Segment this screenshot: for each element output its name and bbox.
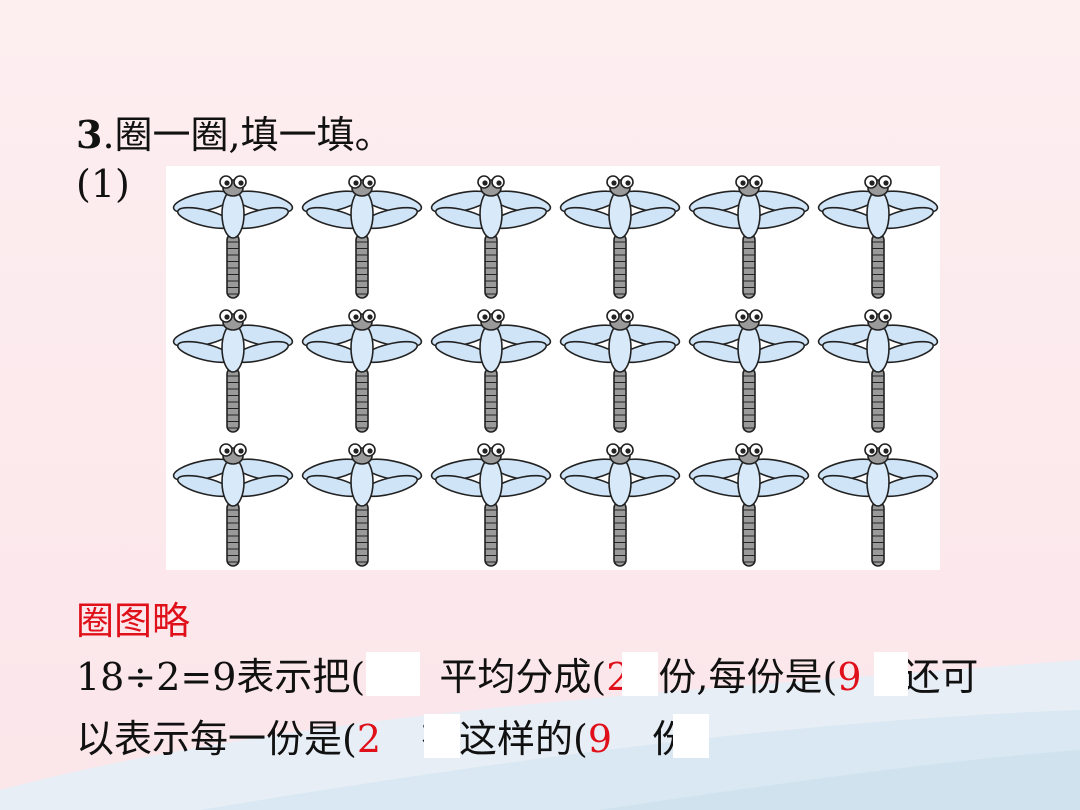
dragonfly-icon: [430, 443, 552, 567]
dragonfly-icon: [817, 309, 939, 433]
blank-groups: 9: [587, 717, 613, 761]
background-wave: [0, 660, 1080, 810]
dragonfly-icon: [301, 443, 423, 567]
dragonfly-icon: [817, 443, 939, 567]
overlay-box: [622, 652, 658, 696]
part-label: (1): [76, 162, 130, 206]
question-heading: 3.圈一圈,填一填。: [76, 104, 393, 159]
overlay-box: [673, 714, 709, 758]
dragonfly-icon: [430, 309, 552, 433]
line1-text-2: 平均分成(: [439, 655, 607, 699]
overlay-box: [874, 652, 908, 696]
dragonfly-icon: [172, 175, 294, 299]
question-title: .圈一圈,填一填。: [102, 113, 393, 157]
line1-text-1: 18÷2=9表示把(: [76, 655, 366, 699]
overlay-box: [424, 714, 460, 758]
line1-text-3: 份,每份是(: [658, 655, 838, 699]
dragonfly-icon: [559, 443, 681, 567]
blank-each: 9: [837, 655, 862, 699]
dragonfly-icon: [430, 175, 552, 299]
dragonfly-icon: [301, 175, 423, 299]
dragonfly-icon: [688, 309, 810, 433]
dragonfly-icon: [559, 309, 681, 433]
dragonfly-icon: [172, 443, 294, 567]
dragonfly-icon: [559, 175, 681, 299]
line2-text-1: 以表示每一份是(: [76, 717, 357, 761]
dragonfly-icon: [817, 175, 939, 299]
fill-line-1: 18÷2=9表示把(1平均分成(2份,每份是(9;还可: [76, 646, 978, 701]
blank-per-group: 2: [356, 717, 382, 761]
dragonfly-icon: [688, 175, 810, 299]
overlay-box: [366, 652, 420, 696]
dragonfly-icon: [172, 309, 294, 433]
dragonfly-icon: [688, 443, 810, 567]
answer-note: 圈图略: [76, 599, 191, 643]
dragonfly-grid: [166, 166, 940, 570]
question-number: 3: [76, 112, 103, 157]
dragonfly-icon: [301, 309, 423, 433]
